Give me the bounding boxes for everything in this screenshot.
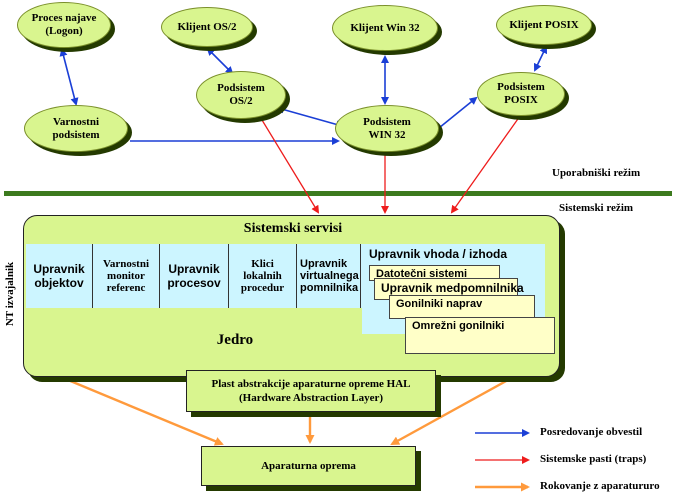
io-manager-title: Upravnik vhoda / izhoda: [369, 247, 508, 261]
legend-message-passing: Posredovanje obvestil: [540, 426, 643, 438]
legend-system-traps: Sistemske pasti (traps): [540, 453, 647, 465]
legend-hardware-handling: Rokovanje z aparatururo: [540, 480, 660, 492]
hw-arrow-right: [390, 378, 509, 446]
os2-client-node: Klijent OS/2: [161, 7, 253, 47]
nt-executive-label-wrap: NT izvajalnik: [3, 250, 17, 340]
logon-process-node: Proces najave (Logon): [17, 2, 111, 48]
io-layer-network-drivers: Omrežni gonilniki: [405, 317, 555, 354]
nt-executive-label: NT izvajalnik: [4, 261, 16, 327]
arrow-logon-security: [59, 48, 79, 106]
io-layer-cache-manager: Upravnik medpomnilnika: [374, 278, 524, 300]
security-reference-monitor-module: Varnostni monitor referenc: [93, 244, 160, 308]
io-layer-device-drivers: Gonilniki naprav: [389, 295, 535, 319]
user-mode-label: Uporabniški režim: [552, 167, 641, 179]
trap-posix: [450, 115, 521, 214]
arrow-os2-win32: [276, 105, 344, 129]
posix-client-node: Klijent POSIX: [496, 5, 592, 45]
win32-subsystem-node: Podsistem WIN 32: [335, 105, 439, 152]
system-services-title: Sistemski servisi: [243, 221, 343, 236]
io-layer-file-systems: Datotečni sistemi: [369, 265, 500, 281]
kernel-label: Jedro: [216, 331, 254, 348]
arrow-os2-client-sub: [206, 47, 234, 75]
arrow-posix-client-sub: [533, 45, 548, 72]
hal-box: Plast abstrakcije aparaturne opreme HAL …: [186, 370, 436, 412]
kernel-mode-label: Sistemski režim: [559, 202, 634, 214]
object-manager-module: Upravnik objektov: [26, 244, 93, 308]
trap-os2: [261, 119, 320, 214]
local-procedure-call-module: Klici lokalnih procedur: [229, 244, 297, 308]
security-subsystem-node: Varnostni podsistem: [24, 105, 128, 152]
posix-subsystem-node: Podsistem POSIX: [477, 72, 565, 116]
process-manager-module: Upravnik procesov: [160, 244, 229, 308]
virtual-memory-manager-module: Upravnik virtualnega pomnilnika: [297, 244, 361, 308]
win32-client-node: Klijent Win 32: [332, 5, 438, 51]
hw-arrow-left: [67, 378, 224, 446]
mode-divider: [4, 191, 672, 196]
arrow-win32-posix: [432, 96, 478, 134]
hardware-box: Aparaturna oprema: [201, 446, 416, 486]
os2-subsystem-node: Podsistem OS/2: [196, 71, 286, 119]
